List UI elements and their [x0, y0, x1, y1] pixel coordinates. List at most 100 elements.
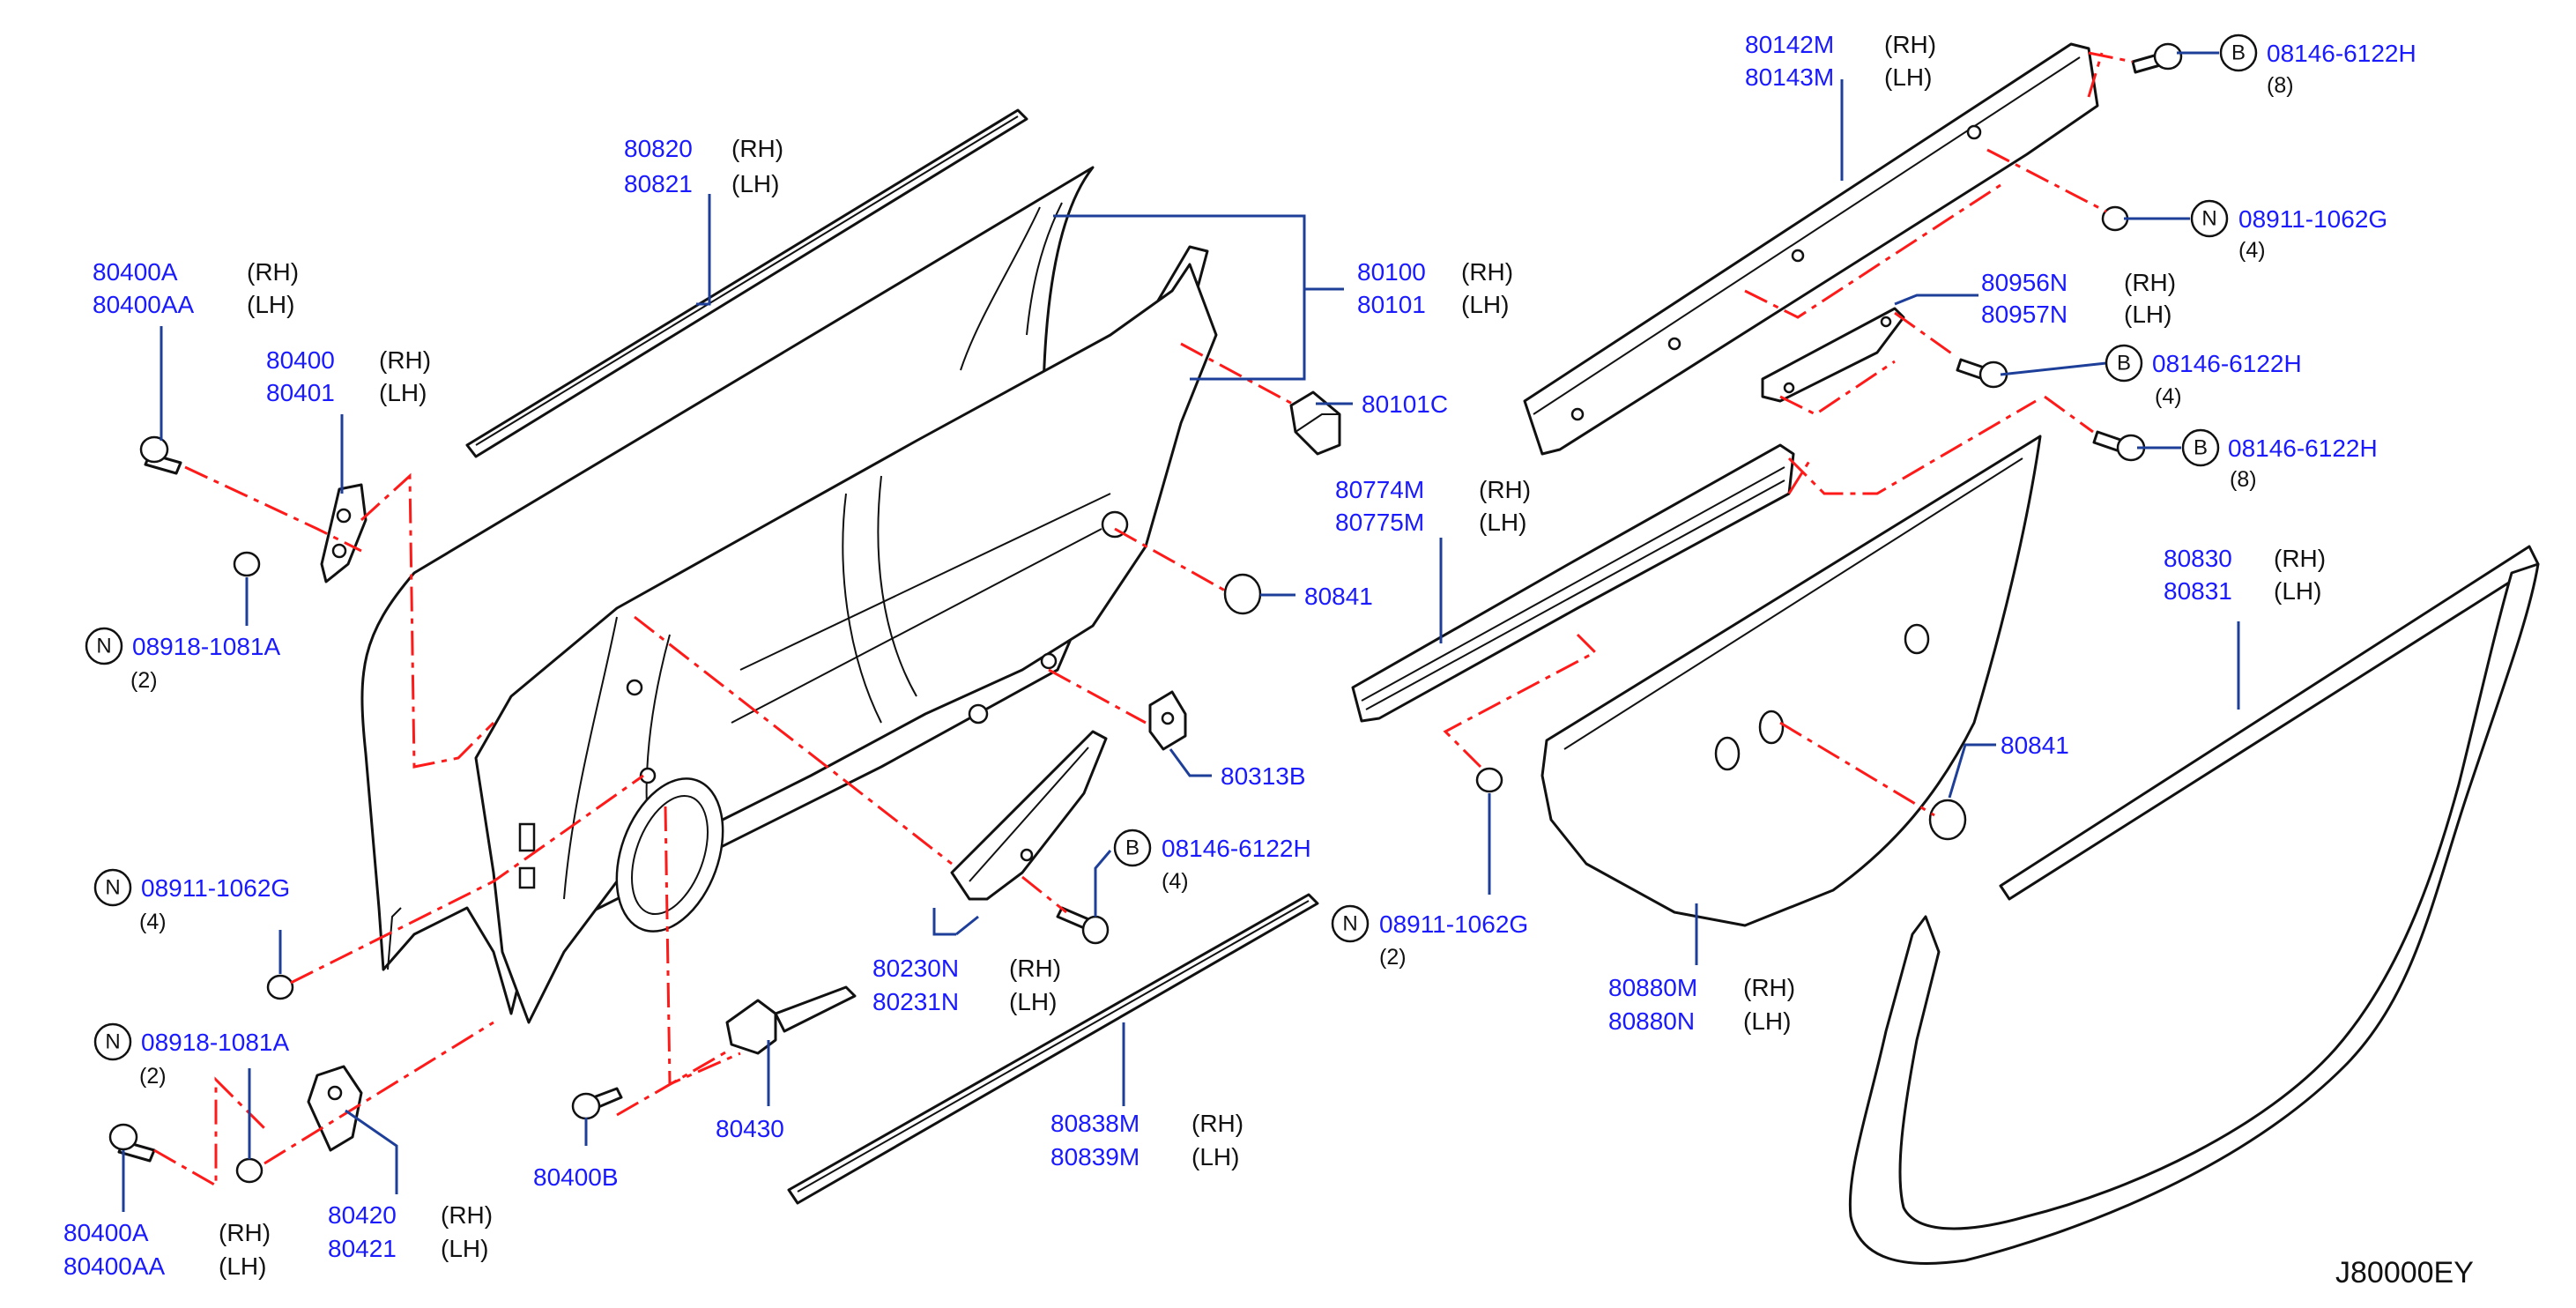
n-circle-icon	[85, 627, 123, 665]
side-label: (LH)	[1884, 63, 1932, 91]
side-label: (RH)	[441, 1201, 493, 1229]
callout-80430: 80430	[716, 1115, 784, 1142]
part-number: 80830	[2164, 545, 2232, 572]
leader-lines	[122, 51, 2240, 1212]
fastener-letter: N	[1342, 912, 1357, 936]
fastener-letter: B	[2194, 436, 2208, 460]
side-label: (LH)	[2124, 301, 2171, 328]
weatherstrip-80830	[1848, 545, 2540, 1265]
part-number: 80100	[1357, 258, 1426, 286]
side-label: (RH)	[1479, 476, 1531, 503]
part-number: 80101	[1357, 291, 1426, 318]
fastener-n5: N 08911-1062G (4)	[2190, 199, 2387, 263]
part-number: 80400AA	[93, 291, 195, 318]
fastener-part-number: 08146-6122H	[2267, 40, 2416, 67]
upper-hinge	[320, 483, 367, 583]
part-number: 80230N	[872, 955, 959, 982]
fastener-part-number: 08146-6122H	[1162, 835, 1311, 862]
b-circle-icon	[1113, 829, 1152, 867]
fastener-part-number: 08911-1062G	[141, 874, 290, 902]
callout-80313B: 80313B	[1221, 762, 1306, 790]
part-number: 80421	[328, 1235, 397, 1262]
side-label: (LH)	[379, 379, 427, 406]
bolt-near-sash	[1056, 906, 1110, 945]
fastener-quantity: (4)	[139, 910, 167, 934]
side-label: (RH)	[2124, 269, 2176, 296]
fastener-n1: N 08918-1081A (2)	[85, 627, 280, 693]
b-circle-icon	[2181, 428, 2220, 467]
sash-80230N	[950, 730, 1108, 901]
callout-80400A-top: 80400A (RH) 80400AA (LH)	[93, 258, 299, 318]
part-number: 80400B	[533, 1163, 619, 1191]
callout-80774M: 80774M (RH) 80775M (LH)	[1335, 476, 1531, 536]
bolt-08146-mid	[1956, 358, 2008, 389]
fastener-quantity: (8)	[2267, 73, 2294, 98]
part-number: 80880M	[1608, 974, 1697, 1001]
part-number: 80774M	[1335, 476, 1424, 503]
fastener-n2: N 08911-1062G (4)	[93, 868, 290, 934]
part-number: 80143M	[1745, 63, 1834, 91]
fastener-n4: N 08911-1062G (2)	[1331, 904, 1528, 970]
callout-80100: 80100 (RH) 80101 (LH)	[1357, 258, 1513, 318]
lower-hinge-bolt	[108, 1123, 156, 1163]
side-label: (LH)	[247, 291, 294, 318]
n-circle-icon	[1331, 904, 1370, 943]
part-number: 80841	[1304, 583, 1373, 610]
b-circle-icon	[2219, 33, 2258, 72]
callout-80830: 80830 (RH) 80831 (LH)	[2164, 545, 2326, 605]
fastener-letter: B	[2231, 41, 2246, 65]
fastener-letter: B	[1125, 836, 1140, 860]
side-label: (RH)	[219, 1219, 271, 1246]
part-number: 80821	[624, 170, 693, 197]
lower-moulding-strip	[787, 893, 1319, 1205]
callout-80956N: 80956N (RH) 80957N (LH)	[1981, 269, 2176, 328]
part-number: 80880N	[1608, 1007, 1695, 1035]
check-bolt-80400B	[571, 1087, 623, 1120]
callout-80230N: 80230N (RH) 80231N (LH)	[872, 955, 1061, 1015]
part-number: 80839M	[1050, 1143, 1140, 1171]
nut-08911-center	[1475, 767, 1503, 793]
side-label: (RH)	[731, 135, 783, 162]
fastener-b2: B 08146-6122H (8)	[2219, 33, 2416, 98]
part-number: 80400A	[63, 1219, 149, 1246]
callout-80838M: 80838M (RH) 80839M (LH)	[1050, 1110, 1243, 1171]
callout-80400B: 80400B	[533, 1163, 619, 1191]
part-number: 80831	[2164, 577, 2232, 605]
side-label: (LH)	[2274, 577, 2321, 605]
door-seal-trim	[1540, 435, 2042, 927]
striker-80313B	[1148, 690, 1187, 751]
side-label: (RH)	[1743, 974, 1795, 1001]
bolt-08146-lower	[2092, 430, 2146, 462]
side-label: (RH)	[379, 346, 431, 374]
plug-80841-upper	[1223, 573, 1262, 615]
upper-hinge-bolt	[139, 435, 182, 475]
callout-80101C: 80101C	[1362, 390, 1448, 418]
callout-80820: 80820 (RH) 80821 (LH)	[624, 135, 783, 197]
callout-80841-lower: 80841	[2001, 732, 2069, 759]
callout-80880M: 80880M (RH) 80880N (LH)	[1608, 974, 1795, 1035]
callout-80841-upper: 80841	[1304, 583, 1373, 610]
lower-hinge-nut	[235, 1157, 264, 1184]
door-check-link	[725, 985, 857, 1055]
part-number: 80430	[716, 1115, 784, 1142]
side-label: (RH)	[1461, 258, 1513, 286]
side-label: (RH)	[1191, 1110, 1243, 1137]
nut-08911-left	[266, 974, 294, 1000]
beam-bolt-upper	[2131, 42, 2183, 74]
fastener-quantity: (4)	[2155, 384, 2182, 409]
fastener-part-number: 08146-6122H	[2228, 435, 2378, 462]
fastener-letter: N	[2201, 207, 2216, 231]
part-number: 80401	[266, 379, 335, 406]
part-number: 80400A	[93, 258, 178, 286]
part-number: 80400AA	[63, 1252, 166, 1280]
part-number: 80101C	[1362, 390, 1448, 418]
fastener-b1: B 08146-6122H (4)	[1113, 829, 1311, 894]
alignment-lines	[153, 51, 2134, 1188]
fastener-part-number: 08911-1062G	[2238, 205, 2387, 233]
part-number: 80838M	[1050, 1110, 1140, 1137]
callout-80400A-bottom: 80400A (RH) 80400AA (LH)	[63, 1219, 271, 1280]
n-circle-icon	[93, 1022, 132, 1061]
part-number: 80841	[2001, 732, 2069, 759]
side-label: (LH)	[731, 170, 779, 197]
